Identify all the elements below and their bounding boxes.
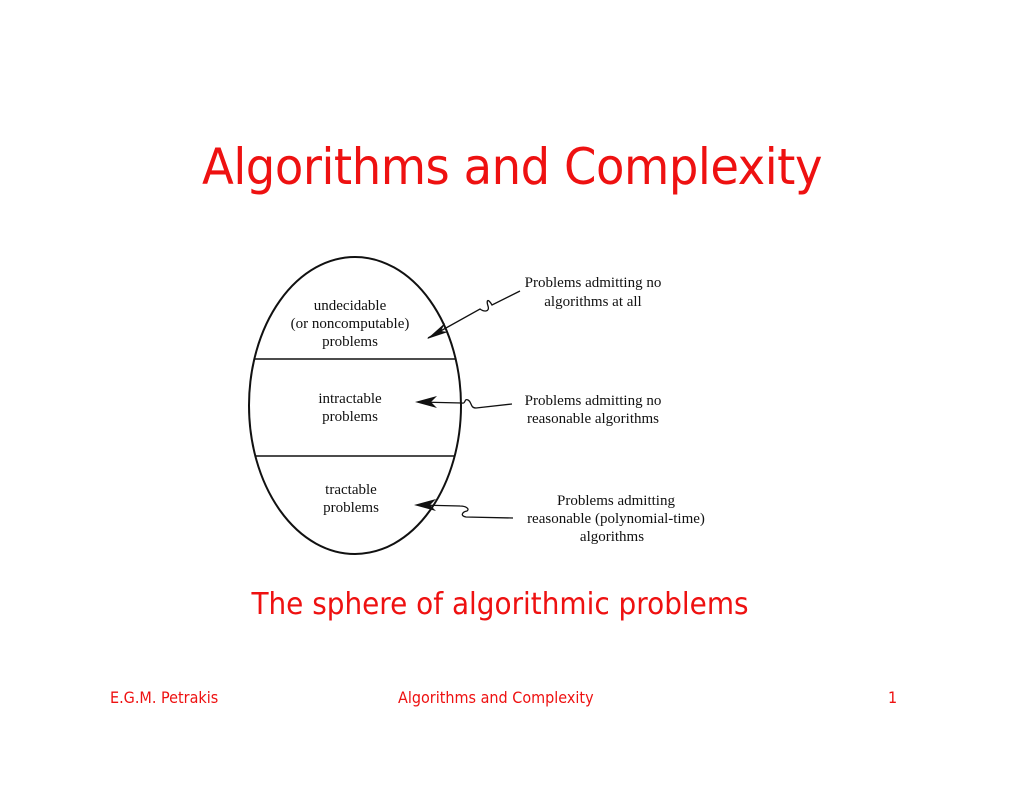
region-tractable: tractable problems	[323, 482, 379, 516]
annotation-3-line-1: Problems admitting	[557, 493, 675, 509]
annotation-1-line-1: Problems admitting no	[525, 275, 662, 291]
footer-author: E.G.M. Petrakis	[110, 688, 219, 707]
region-undecidable-line-3: problems	[322, 334, 378, 350]
annotation-3-line-3: algorithms	[580, 529, 644, 545]
annotation-2-line-1: Problems admitting no	[525, 393, 662, 409]
annotation-3-line-2: reasonable (polynomial-time)	[527, 511, 705, 527]
region-undecidable: undecidable (or noncomputable) problems	[291, 298, 410, 350]
region-undecidable-line-2: (or noncomputable)	[291, 316, 410, 332]
arrow-intractable-icon	[415, 396, 513, 409]
annotation-polynomial-algorithms: Problems admitting reasonable (polynomia…	[527, 493, 705, 545]
region-intractable-line-1: intractable	[318, 391, 382, 407]
arrow-tractable-icon	[414, 499, 514, 519]
footer-page-number: 1	[888, 688, 898, 707]
region-tractable-line-2: problems	[323, 500, 379, 516]
region-intractable-line-2: problems	[322, 409, 378, 425]
annotation-2-line-2: reasonable algorithms	[527, 411, 659, 427]
diagram-caption: The sphere of algorithmic problems	[251, 587, 749, 622]
annotation-no-algorithms: Problems admitting no algorithms at all	[525, 275, 662, 310]
region-undecidable-line-1: undecidable	[314, 298, 387, 314]
footer-course-title: Algorithms and Complexity	[398, 688, 594, 707]
region-tractable-line-1: tractable	[325, 482, 377, 498]
sphere-outline	[248, 256, 462, 555]
annotation-no-reasonable-algorithms: Problems admitting no reasonable algorit…	[525, 393, 662, 427]
region-intractable: intractable problems	[318, 391, 382, 425]
slide-title: Algorithms and Complexity	[201, 138, 823, 196]
annotation-1-line-2: algorithms at all	[544, 294, 641, 310]
arrow-undecidable-icon	[427, 290, 521, 339]
